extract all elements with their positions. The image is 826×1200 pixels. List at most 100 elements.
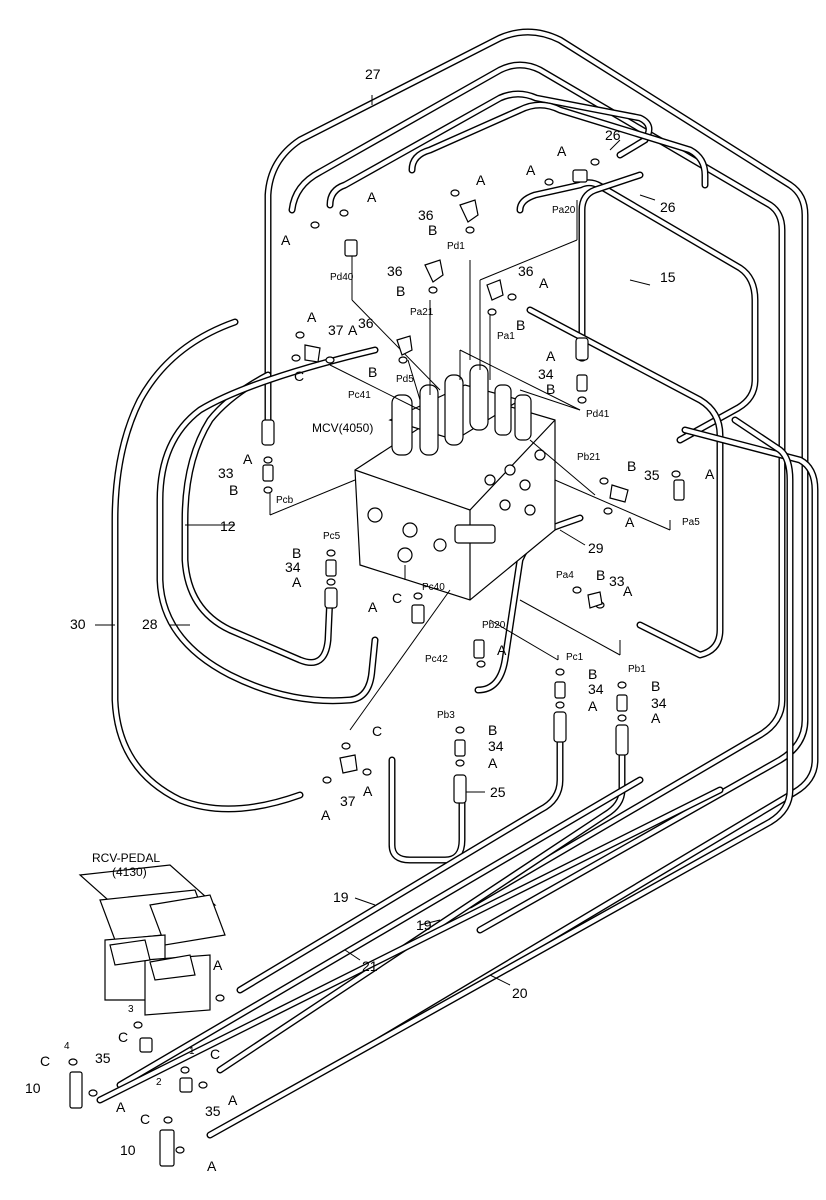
callout-b: B <box>651 678 660 694</box>
port-label: Pb21 <box>577 452 601 463</box>
hose-number-30: 30 <box>70 616 86 632</box>
hose-number-26-right: 26 <box>660 199 676 215</box>
callout-b: B <box>588 666 597 682</box>
callout-a: A <box>292 574 302 590</box>
fitting-number-36: 36 <box>387 263 403 279</box>
hose-right-a <box>376 426 819 1044</box>
pedal-port-labels: 1 2 3 4 <box>64 1004 195 1088</box>
fitting-number-34: 34 <box>538 366 554 382</box>
hose-number-29: 29 <box>588 540 604 556</box>
fitting-number-34: 34 <box>285 559 301 575</box>
callout-b: B <box>546 381 555 397</box>
callout-a: A <box>363 783 373 799</box>
port-label: Pd41 <box>586 409 610 420</box>
callout-b: B <box>428 222 437 238</box>
hose-28 <box>156 346 379 705</box>
callout-a: A <box>526 162 536 178</box>
pedal-port-2: 2 <box>156 1077 162 1088</box>
callout-a: A <box>321 807 331 823</box>
callout-b: B <box>368 364 377 380</box>
fitting-number-36: 36 <box>358 315 374 331</box>
callout-a: A <box>705 466 715 482</box>
hose-20 <box>206 416 794 1139</box>
fitting-number-35: 35 <box>644 467 660 483</box>
port-label: Pa21 <box>410 307 434 318</box>
hose-number-12: 12 <box>220 518 236 534</box>
port-label: Pc41 <box>348 390 371 401</box>
fitting-number-33: 33 <box>218 465 234 481</box>
pedal-port-1: 1 <box>189 1046 195 1057</box>
hose-27 <box>264 28 809 934</box>
callout-b: B <box>292 545 301 561</box>
callout-b: B <box>516 317 525 333</box>
callout-a: A <box>307 309 317 325</box>
callout-a: A <box>228 1092 238 1108</box>
port-label: Pd5 <box>396 374 414 385</box>
port-label: Pcb <box>276 495 294 506</box>
fitting-number-10: 10 <box>25 1080 41 1096</box>
hose-25 <box>388 756 466 864</box>
fitting-number-36: 36 <box>518 263 534 279</box>
callout-a: A <box>281 232 291 248</box>
callout-c: C <box>140 1111 150 1127</box>
pedal-port-3: 3 <box>128 1004 134 1015</box>
fitting-number-36: 36 <box>418 207 434 223</box>
callout-b: B <box>396 283 405 299</box>
callout-a: A <box>651 710 661 726</box>
port-label: Pa5 <box>682 517 700 528</box>
callout-a: A <box>243 451 253 467</box>
callout-a: A <box>623 583 633 599</box>
hose-number-20: 20 <box>512 985 528 1001</box>
port-label: Pb3 <box>437 710 455 721</box>
callout-a: A <box>368 599 378 615</box>
callout-b: B <box>627 458 636 474</box>
rcv-pedal-body <box>78 864 226 1016</box>
callout-c: C <box>40 1053 50 1069</box>
rcv-pedal-label: RCV-PEDAL <box>92 851 160 865</box>
hose-19 <box>236 736 564 994</box>
hose-number-15: 15 <box>660 269 676 285</box>
hose-26-b <box>408 101 709 189</box>
callout-a: A <box>367 189 377 205</box>
port-label: Pb1 <box>628 664 646 675</box>
port-label: Pa4 <box>556 570 574 581</box>
port-label: Pa20 <box>552 205 576 216</box>
pedal-port-4: 4 <box>64 1041 70 1052</box>
hose-number-21: 21 <box>362 958 378 974</box>
callout-a: A <box>116 1099 126 1115</box>
hose-27-inner <box>288 61 786 909</box>
callout-a: A <box>557 143 567 159</box>
fitting-number-34: 34 <box>588 681 604 697</box>
callout-a: A <box>348 322 358 338</box>
fitting-number-35: 35 <box>205 1103 221 1119</box>
hose-15 <box>578 171 644 354</box>
fitting-number-34: 34 <box>651 695 667 711</box>
rcv-pedal-number: (4130) <box>112 865 147 879</box>
fitting-number-37: 37 <box>340 793 356 809</box>
hose-26 <box>326 90 653 209</box>
callout-a: A <box>539 275 549 291</box>
letter-callouts: A A A A A A A A A A A A A A A A A A A A … <box>40 143 715 1174</box>
leader-lines <box>95 95 671 986</box>
port-label: Pb20 <box>482 620 506 631</box>
mcv-label: MCV(4050) <box>312 421 373 435</box>
hose-30 <box>111 318 304 813</box>
callout-a: A <box>588 698 598 714</box>
fitting-number-34: 34 <box>488 738 504 754</box>
callout-a: A <box>625 514 635 530</box>
port-label: Pd40 <box>330 272 354 283</box>
hose-number-19-left: 19 <box>333 889 349 905</box>
callout-b: B <box>596 567 605 583</box>
mcv-valve-block <box>354 364 556 601</box>
port-label: Pc40 <box>422 582 445 593</box>
callout-a: A <box>213 957 223 973</box>
hose-12 <box>181 371 334 666</box>
port-label: Pc42 <box>425 654 448 665</box>
hose-26-right <box>516 179 759 444</box>
hose-bottom-c <box>96 786 724 1104</box>
hose-number-25: 25 <box>490 784 506 800</box>
fitting-number-37: 37 <box>328 322 344 338</box>
fitting-number-33: 33 <box>609 573 625 589</box>
fittings <box>68 158 685 1167</box>
